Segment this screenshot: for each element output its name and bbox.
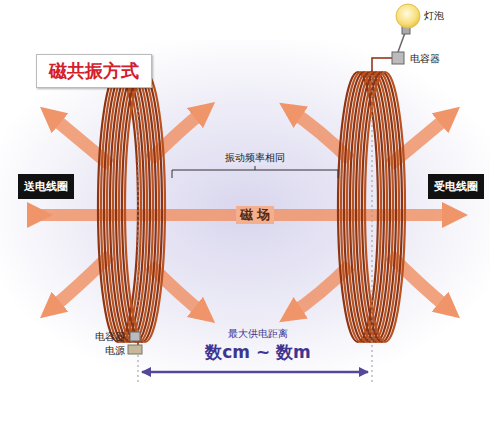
bulb-label: 灯泡	[424, 9, 444, 23]
coil-label: 送电线圈	[24, 179, 68, 194]
capacitor-label: 电容器	[410, 52, 440, 66]
coil-winding	[122, 72, 162, 342]
distance-caption: 最大供电距离	[228, 327, 288, 341]
source-label: 电源	[105, 344, 125, 358]
distance-arrow	[142, 371, 368, 374]
coil-label-box: 受电线圈	[428, 174, 484, 199]
background-haze	[0, 40, 490, 370]
coil-winding	[365, 72, 405, 342]
coil-winding	[362, 72, 402, 342]
distance-value: 数cm ~ 数m	[205, 341, 311, 364]
transmit-coil	[98, 72, 165, 342]
coil-winding	[125, 72, 165, 342]
coil-label: 受电线圈	[434, 179, 478, 194]
frequency-label: 振动频率相同	[223, 151, 287, 165]
field-label: 磁 场	[236, 206, 275, 224]
guide-lines	[138, 70, 372, 385]
title-box: 磁共振方式	[36, 54, 152, 88]
frequency-bracket	[172, 166, 338, 178]
source-circuit	[128, 332, 142, 354]
coil-label-box: 送电线圈	[18, 174, 74, 199]
capacitor-label: 电容器	[95, 330, 125, 344]
